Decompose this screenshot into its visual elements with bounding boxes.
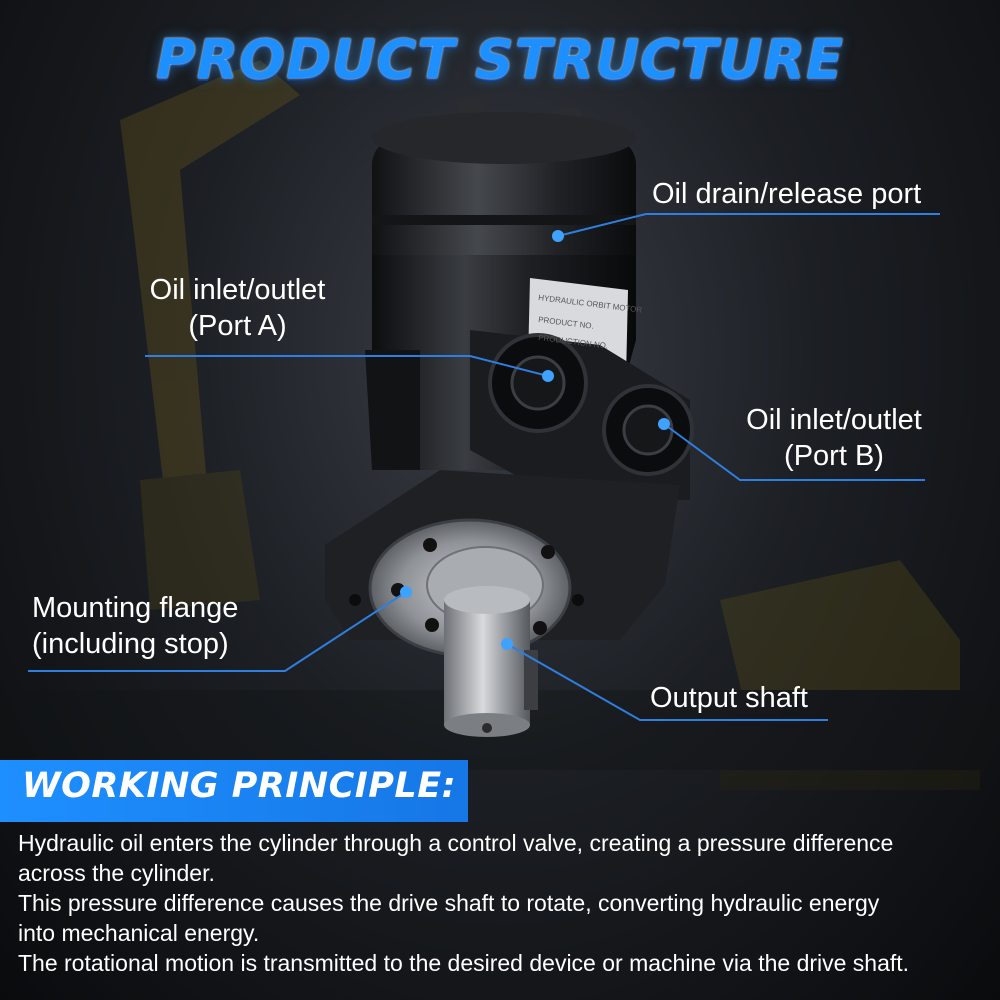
working-principle-banner: WORKING PRINCIPLE: [0,760,468,822]
leader-flange [28,591,407,672]
dot-port-a [542,370,554,382]
label-flange-line-1: Mounting flange [32,592,239,624]
label-port-b-line-2: (Port B) [784,440,884,472]
dot-output-shaft [501,638,513,650]
dot-oil-drain [552,230,564,242]
leader-lines [28,213,940,721]
label-oil-drain: Oil drain/release port [652,178,922,210]
label-flange-line-2: (including stop) [32,628,229,660]
principle-line-2: across the cylinder. [18,860,215,886]
principle-line-5: The rotational motion is transmitted to … [18,950,910,976]
callout-dots [400,230,670,650]
label-port-a-line-1: Oil inlet/outlet [149,274,326,306]
leader-oil-drain [557,213,940,237]
hydraulic-motor [325,100,694,737]
principle-line-3: This pressure difference causes the driv… [18,890,880,916]
working-principle-title: WORKING PRINCIPLE: [22,766,457,806]
label-output-shaft: Output shaft [650,682,808,714]
label-port-a: Oil inlet/outlet (Port A) [140,272,335,344]
principle-line-1: Hydraulic oil enters the cylinder throug… [18,830,894,856]
dot-port-b [658,418,670,430]
label-port-b-line-1: Oil inlet/outlet [746,404,922,436]
leader-port-a [145,355,549,377]
dot-flange [400,586,412,598]
label-port-a-line-2: (Port A) [188,310,287,342]
leader-output-shaft [506,643,828,721]
page-title: PRODUCT STRUCTURE [156,28,844,91]
label-port-b: Oil inlet/outlet (Port B) [736,402,932,474]
working-principle-text: Hydraulic oil enters the cylinder throug… [18,828,993,978]
label-mounting-flange: Mounting flange (including stop) [32,590,238,662]
principle-line-4: into mechanical energy. [18,920,260,946]
leader-port-b [663,423,925,481]
